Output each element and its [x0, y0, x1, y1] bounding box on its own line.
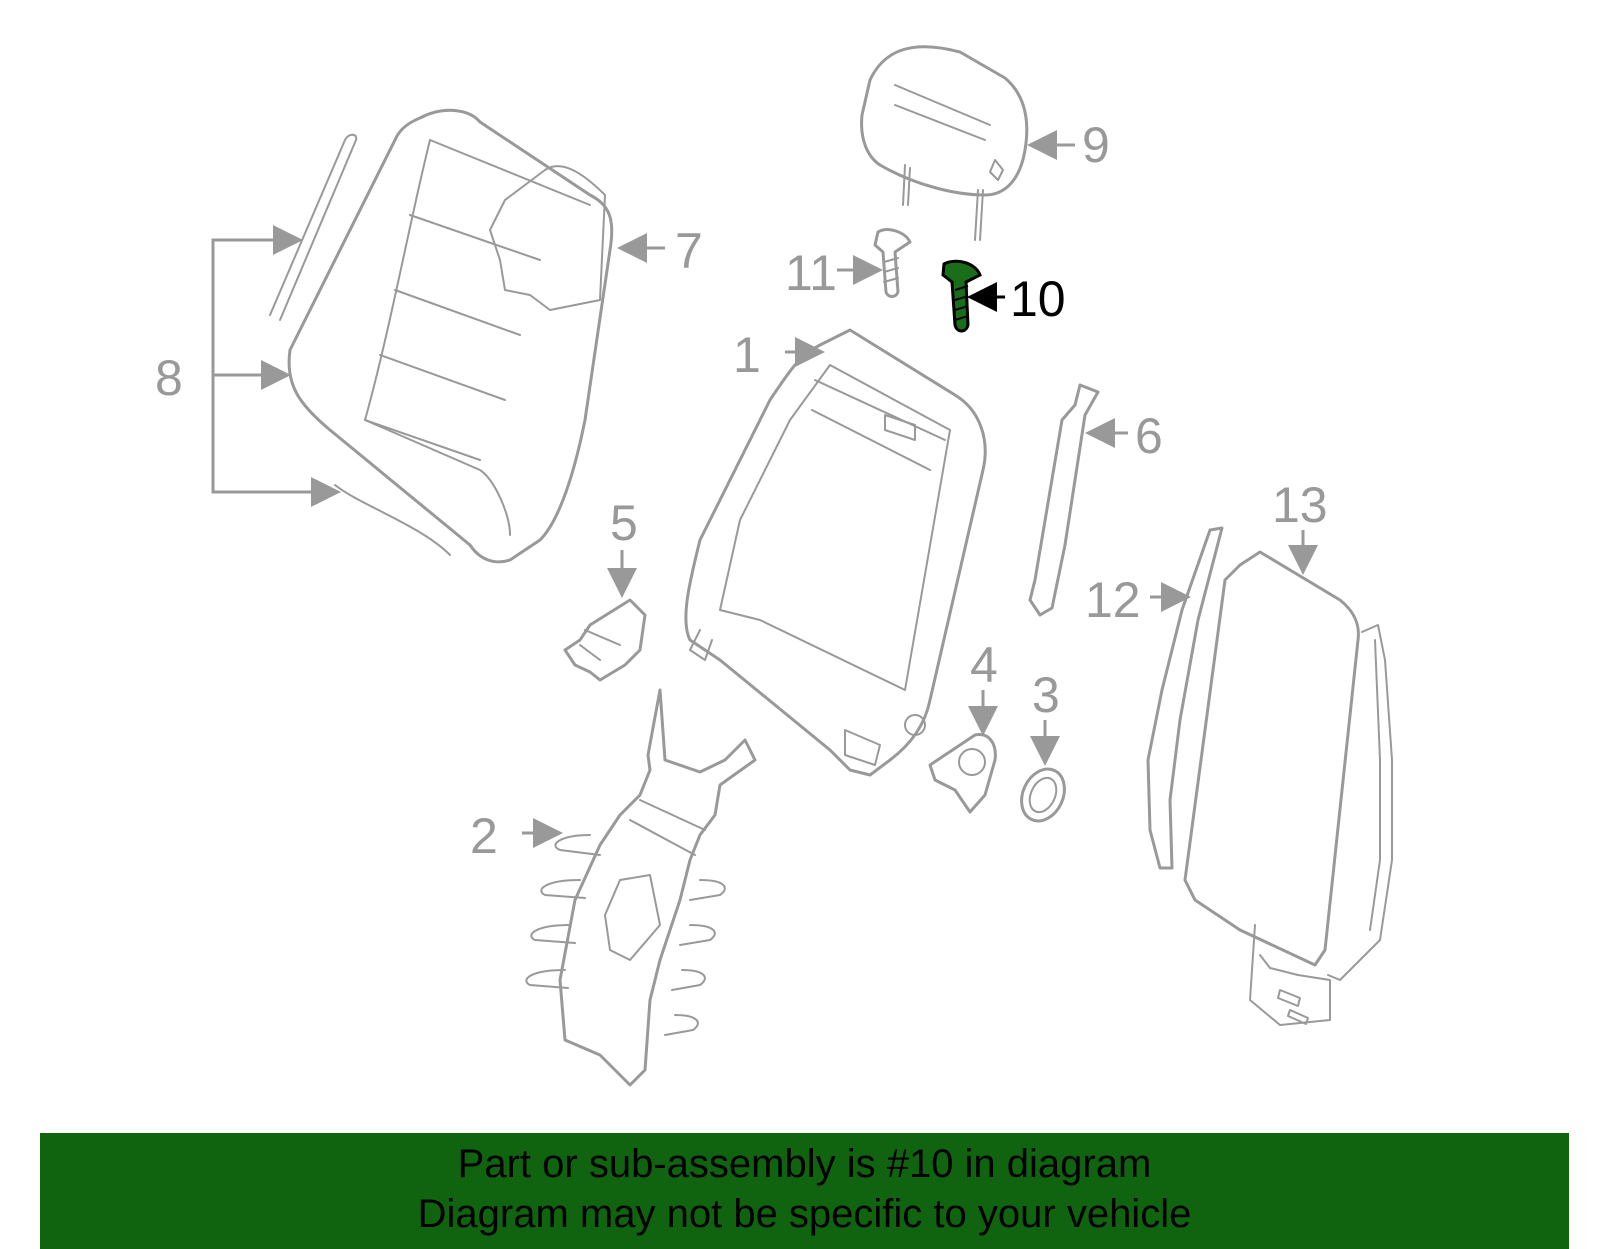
part-13-back-panel: 13: [1183, 477, 1393, 1026]
part-6-trim-strip: 6: [1028, 383, 1163, 617]
part-4-cover: 4: [928, 637, 998, 814]
label-3: 3: [1032, 667, 1060, 723]
part-3-ring: 3: [1020, 667, 1066, 823]
part-11-screw: 11: [785, 228, 912, 301]
label-11: 11: [785, 245, 837, 301]
label-13: 13: [1272, 477, 1328, 533]
label-6: 6: [1135, 408, 1163, 464]
label-9: 9: [1082, 117, 1110, 173]
part-5-bracket: 5: [563, 495, 647, 682]
label-8: 8: [155, 350, 183, 406]
part-12-side-panel: 12: [1085, 526, 1224, 870]
label-7: 7: [675, 223, 703, 279]
part-2-lumbar-support: 2: [470, 688, 757, 1087]
part-9-headrest: 9: [860, 45, 1110, 241]
info-banner: Part or sub-assembly is #10 in diagram D…: [40, 1133, 1569, 1249]
part-8-seat-cover: 8: [155, 108, 614, 564]
part-10-screw-highlighted: 10: [941, 259, 1066, 333]
label-4: 4: [970, 637, 998, 693]
label-1: 1: [733, 327, 761, 383]
label-10: 10: [1010, 271, 1066, 327]
label-2: 2: [470, 808, 498, 864]
part-7-callout: 7: [617, 223, 703, 279]
label-12: 12: [1085, 572, 1141, 628]
parts-diagram: 8 7 9 11 10 1: [155, 45, 1393, 1087]
part-1-seatback-frame: 1: [684, 327, 987, 777]
banner-line-2: Diagram may not be specific to your vehi…: [417, 1192, 1192, 1236]
banner-line-1: Part or sub-assembly is #10 in diagram: [457, 1142, 1152, 1186]
label-5: 5: [610, 495, 638, 551]
